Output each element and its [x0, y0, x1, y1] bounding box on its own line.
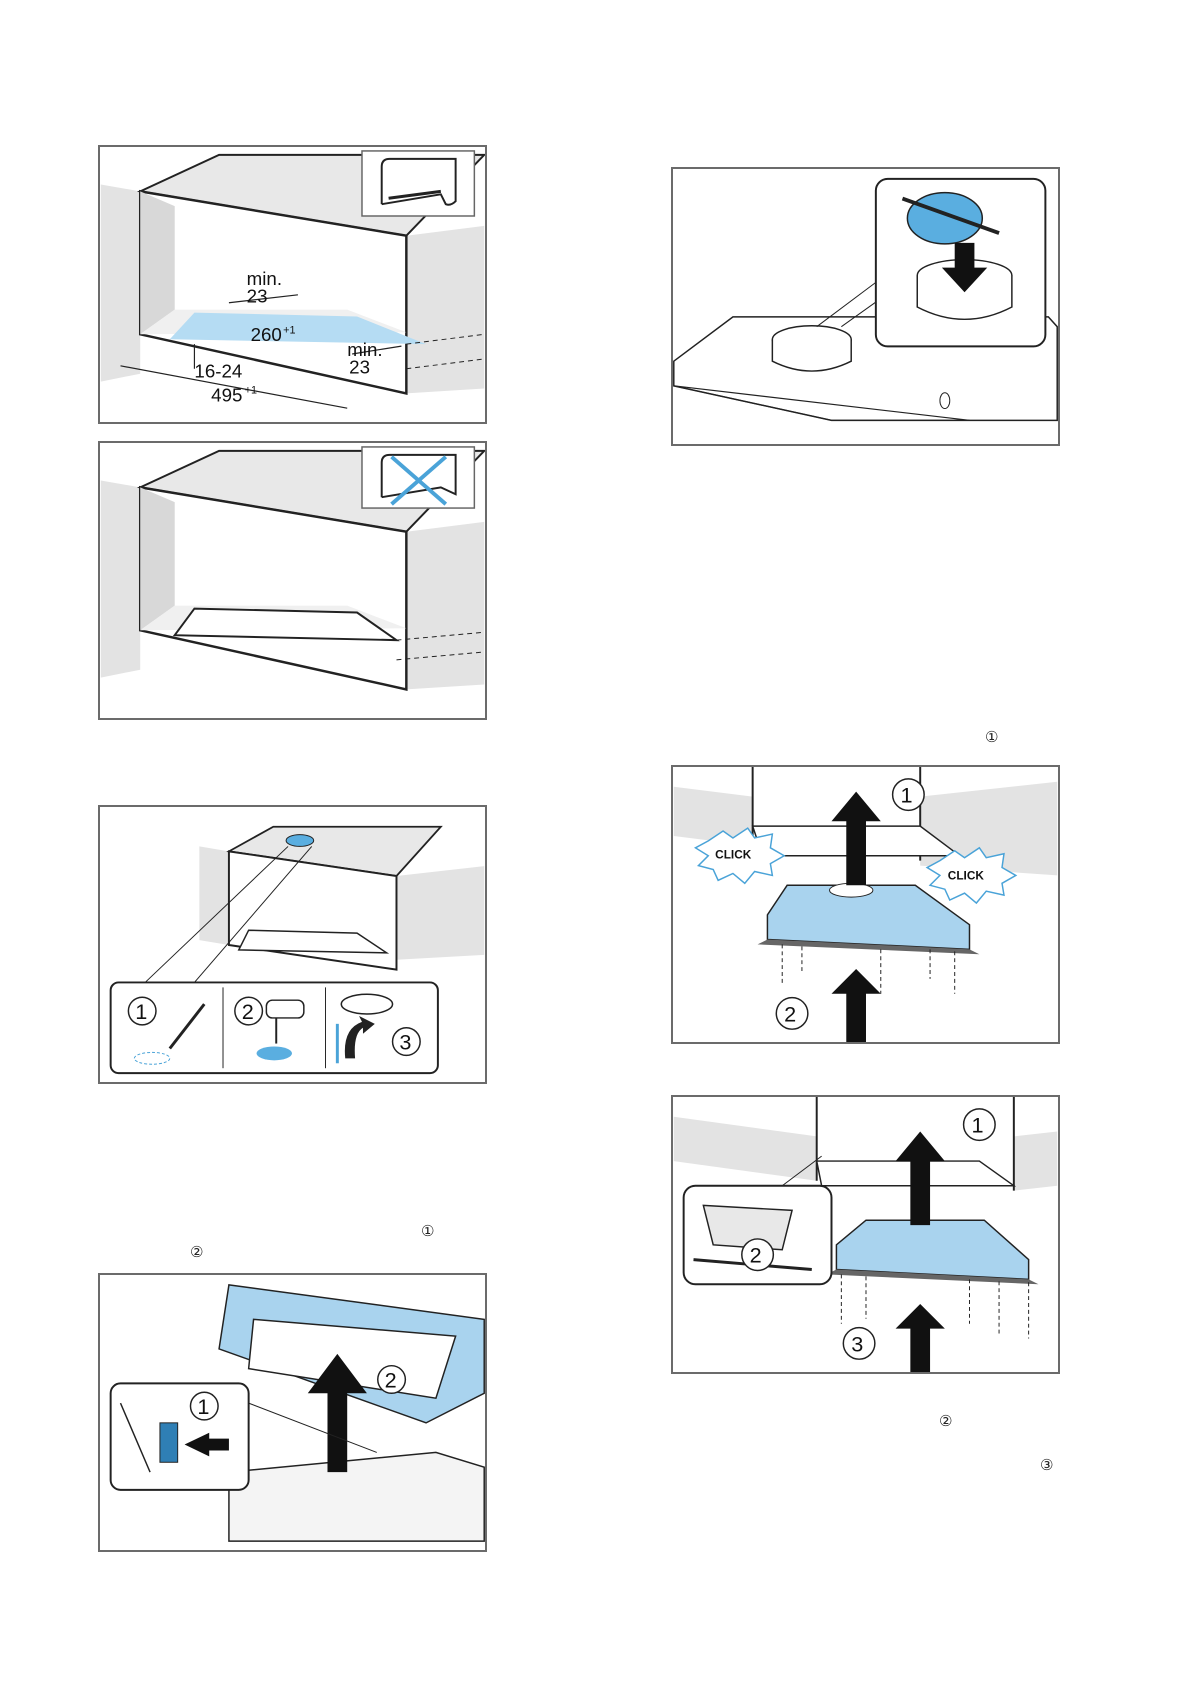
text-marker-right-3: ③ [1040, 1457, 1053, 1473]
click-label-right: CLICK [948, 868, 985, 882]
figure-remove-frame: 2 1 [98, 1273, 487, 1552]
dim-260-sup: +1 [283, 324, 295, 336]
text-marker-left-2: ② [190, 1244, 203, 1260]
figure-cutout-dimensions: min. 23 260 +1 min. 23 16-24 495 +1 [98, 145, 487, 424]
cabinet-no-cut-drawing [100, 443, 485, 718]
step-1-number: 1 [971, 1112, 983, 1137]
figure-insert-latch: 1 3 2 [671, 1095, 1060, 1374]
figure-insert-click: 1 2 CLICK CLICK [671, 765, 1060, 1044]
cabinet-dimensions-drawing: min. 23 260 +1 min. 23 16-24 495 +1 [100, 147, 485, 422]
step-3-number: 3 [851, 1331, 863, 1356]
figure-cut-hole-steps: 1 2 3 [98, 805, 487, 1084]
remove-frame-drawing: 2 1 [100, 1275, 485, 1550]
dim-23-top-label: 23 [247, 286, 268, 307]
figure-no-cut [98, 441, 487, 720]
hacksaw-icon [362, 151, 474, 216]
jigsaw-icon [266, 1000, 303, 1018]
step-3-number: 3 [399, 1029, 411, 1054]
insert-click-drawing: 1 2 CLICK CLICK [673, 767, 1058, 1042]
step-1-number: 1 [197, 1394, 209, 1419]
hacksaw-crossed-icon [362, 447, 474, 508]
step-2-number: 2 [385, 1367, 397, 1392]
text-marker-right-2: ② [939, 1413, 952, 1429]
step-2-number: 2 [750, 1243, 762, 1268]
cut-hole-drawing: 1 2 3 [100, 807, 485, 1082]
figure-air-flap [671, 167, 1060, 446]
insert-latch-drawing: 1 3 2 [673, 1097, 1058, 1372]
text-marker-left-1: ① [421, 1223, 434, 1239]
dim-16-24-label: 16-24 [194, 361, 242, 382]
dim-23-right-label: 23 [349, 357, 370, 378]
click-label-left: CLICK [715, 848, 752, 862]
text-marker-right-1: ① [985, 729, 998, 745]
step-1-number: 1 [900, 782, 912, 807]
step-2-number: 2 [242, 999, 254, 1024]
dim-260-label: 260 [251, 324, 282, 345]
step-2-number: 2 [784, 1001, 796, 1026]
air-flap-drawing [673, 169, 1058, 444]
step-1-number: 1 [135, 999, 147, 1024]
dim-495-label: 495 [211, 384, 242, 405]
cutout-lid-icon [341, 994, 392, 1014]
dim-495-sup: +1 [245, 384, 257, 396]
